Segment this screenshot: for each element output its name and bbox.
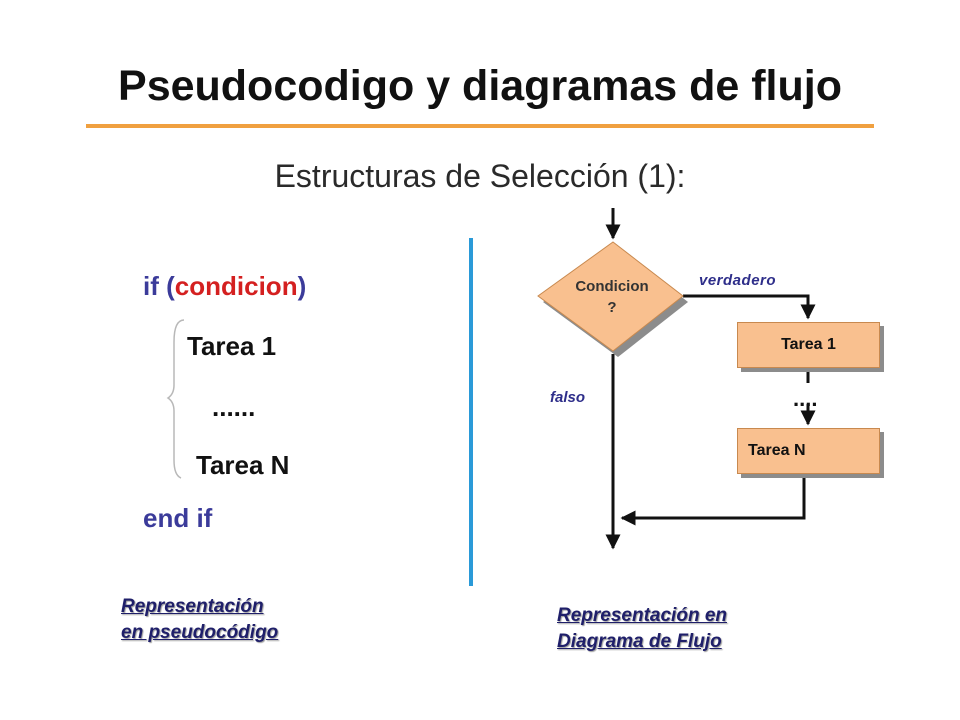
decision-diamond <box>537 241 684 352</box>
pseudocode-end-if: end if <box>143 503 213 533</box>
edge-true <box>683 294 816 320</box>
pseudocode-ellipsis: ...... <box>212 392 256 422</box>
decision-label-line1: Condicion <box>575 278 649 295</box>
keyword-if: if <box>143 271 159 301</box>
slide-title: Pseudocodigo y diagramas de flujo <box>118 62 842 110</box>
flowchart-caption: Representación en Diagrama de Flujo <box>557 603 727 655</box>
decision-label-line2: ? <box>607 299 617 316</box>
flow-ellipsis: .... <box>793 386 818 411</box>
false-branch-label: falso <box>550 389 586 406</box>
condition-text: condicion <box>174 271 298 301</box>
process-box-task-first: Tarea 1 <box>737 322 880 368</box>
flowchart-caption-line2: Diagrama de Flujo <box>557 631 722 652</box>
pseudocode-caption-line1: Representación <box>121 596 264 617</box>
flow-edges <box>605 208 816 550</box>
pseudocode-if-line: if (condicion) <box>143 271 306 302</box>
pseudocode-caption-line2: en pseudocódigo <box>121 622 279 643</box>
column-divider <box>469 238 473 586</box>
decision-node <box>537 241 688 357</box>
pseudocode-task-first: Tarea 1 <box>187 331 277 361</box>
flowchart-caption-line1: Representación en <box>557 605 727 626</box>
slide-subtitle: Estructuras de Selección (1): <box>274 158 686 194</box>
close-paren: ) <box>297 271 307 301</box>
process-box-task-last: Tarea N <box>737 428 880 474</box>
edge-merge <box>620 474 806 526</box>
open-paren: ( <box>166 271 175 301</box>
pseudocode-task-last: Tarea N <box>196 450 290 480</box>
true-branch-label: verdadero <box>699 272 777 289</box>
decision-label: Condicion ? <box>553 276 671 318</box>
pseudocode-caption: Representación en pseudocódigo <box>121 594 278 646</box>
title-underline <box>86 124 874 128</box>
